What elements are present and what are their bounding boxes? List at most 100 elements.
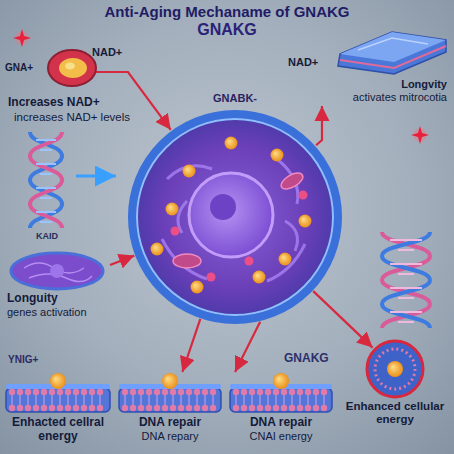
art-part [186, 405, 192, 411]
node-heading: Enhanced cellular energy [340, 400, 450, 426]
art-part [154, 389, 160, 395]
art-part [273, 405, 279, 411]
node-text: activates mitrocotia [300, 91, 450, 104]
art-part [283, 395, 284, 405]
art-part [390, 240, 422, 322]
art-part [57, 405, 63, 411]
art-part [130, 389, 136, 395]
art-part [162, 405, 168, 411]
art-part [156, 395, 157, 405]
art-part [41, 405, 47, 411]
art-part [57, 389, 63, 395]
art-part [196, 395, 197, 405]
art-part [257, 405, 263, 411]
art-part [188, 395, 189, 405]
art-part [321, 405, 327, 411]
node-text: CNAI energy [228, 430, 334, 443]
art-part [178, 389, 184, 395]
art-part [251, 395, 252, 405]
label-slot: NAD+ [288, 56, 318, 69]
art-part [398, 321, 414, 323]
art-part [30, 132, 62, 228]
art-part [35, 395, 36, 405]
art-part [11, 395, 12, 405]
art-part [279, 252, 292, 265]
art-part [186, 389, 192, 395]
art-part [210, 389, 216, 395]
art-part [25, 405, 31, 411]
art-part [36, 163, 56, 165]
art-part [212, 395, 213, 405]
node-text: DNA repary [117, 430, 223, 443]
art-part [257, 389, 263, 395]
art-part [36, 139, 56, 141]
art-part [178, 201, 187, 233]
art-part [137, 119, 333, 315]
art-part [81, 389, 87, 395]
art-part [17, 389, 23, 395]
arrow-connector [182, 319, 200, 372]
art-part [382, 232, 430, 328]
diagram-title: Anti-Aging Mechaname of GNAKG [0, 3, 454, 20]
vesicle-node: Enhanced cellular energy [340, 338, 450, 429]
art-part [171, 226, 180, 235]
art-part [271, 148, 284, 161]
art-part [33, 389, 39, 395]
art-part [249, 389, 255, 395]
art-part [398, 273, 414, 275]
art-part [9, 389, 15, 395]
art-part [243, 395, 244, 405]
art-part [267, 244, 305, 281]
art-part [281, 389, 287, 395]
art-part [73, 405, 79, 411]
art-part [207, 272, 216, 281]
art-part [40, 173, 52, 175]
label-slot: GNAKG [0, 21, 454, 39]
art-part [40, 221, 52, 223]
node-heading: Longuity [4, 292, 110, 306]
art-part [180, 395, 181, 405]
art-part [253, 270, 266, 283]
compound-label: GNAKG [284, 352, 329, 366]
art-part [390, 263, 422, 265]
membrane-panel: DNA repairDNA repary [117, 372, 223, 445]
art-part [146, 405, 152, 411]
art-part [49, 405, 55, 411]
art-part [170, 405, 176, 411]
node-heading: Enhacted cellral energy [4, 416, 112, 444]
connectors [90, 72, 373, 372]
art-part [81, 405, 87, 411]
art-part [9, 405, 15, 411]
art-part [245, 256, 254, 265]
organelle-node: GNA+ [2, 44, 90, 92]
art-part [241, 389, 247, 395]
art-part [138, 405, 144, 411]
art-part [50, 264, 64, 278]
art-part [233, 405, 239, 411]
art-part [59, 58, 87, 78]
molecule-label: YNIG+ [8, 354, 38, 366]
art-part [285, 221, 297, 251]
sparkle [13, 29, 31, 47]
art-part [289, 405, 295, 411]
art-part [36, 140, 56, 222]
art-part [166, 202, 179, 215]
label-slot: increases NAD+ levels [14, 111, 130, 124]
art-part [164, 395, 165, 405]
art-part [170, 389, 176, 395]
art-part [97, 389, 103, 395]
art-part [411, 126, 429, 144]
art-part [65, 389, 71, 395]
label-slot: KAID [36, 231, 58, 241]
art-part [315, 395, 316, 405]
art-part [146, 389, 152, 395]
art-part [202, 405, 208, 411]
blue-arrow [76, 175, 116, 178]
art-part [41, 389, 47, 395]
art-part [340, 46, 446, 68]
art-part [11, 253, 103, 289]
art-part [210, 405, 216, 411]
dna-helix-left [30, 132, 62, 228]
art-part [27, 395, 28, 405]
